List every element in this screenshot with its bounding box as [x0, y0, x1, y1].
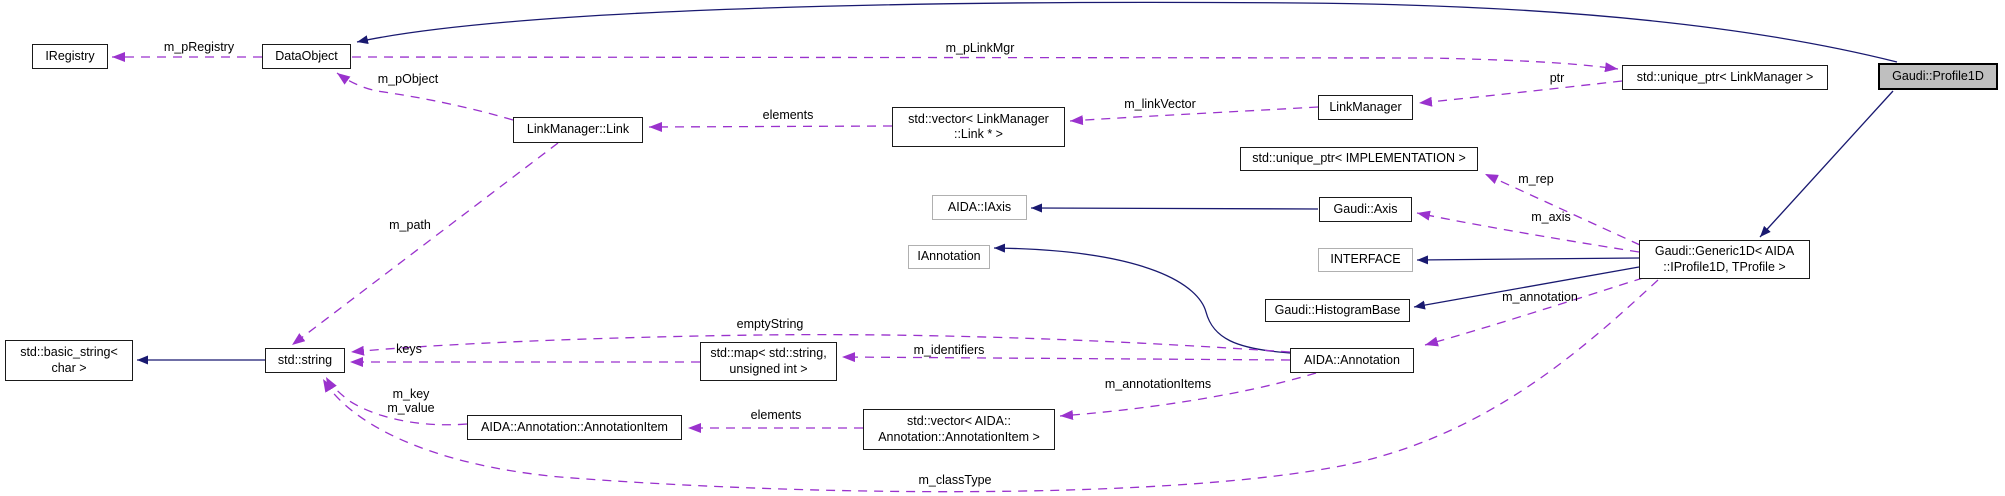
node-iannotation[interactable]: IAnnotation: [908, 245, 990, 269]
edge-label-m-rep: m_rep: [1518, 172, 1554, 186]
edge-usage-m-axis: [1416, 210, 1640, 253]
node-annotation-item[interactable]: AIDA::Annotation::AnnotationItem: [467, 415, 682, 440]
node-std-map[interactable]: std::map< std::string, unsigned int >: [700, 342, 837, 381]
edge-usage-ptr: [1418, 80, 1623, 107]
node-unique-ptr-linkmanager[interactable]: std::unique_ptr< LinkManager >: [1622, 65, 1828, 90]
edge-usage-m-plinkmgr: [351, 56, 1619, 73]
edge-label-emptystring: emptyString: [736, 317, 804, 331]
node-dataobject[interactable]: DataObject: [262, 44, 351, 69]
node-aida-annotation[interactable]: AIDA::Annotation: [1290, 348, 1414, 373]
edge-label-ptr: ptr: [1549, 71, 1565, 85]
edge-inherit-axis-iaxis: [1030, 203, 1319, 213]
edge-label-m-key-m-value: m_key m_value: [387, 387, 435, 416]
edge-label-elements-links: elements: [762, 108, 814, 122]
edge-label-m-annotationitems: m_annotationItems: [1104, 377, 1212, 391]
edge-label-keys: keys: [396, 342, 422, 356]
edge-label-m-path: m_path: [389, 218, 431, 232]
edge-label-m-identifiers: m_identifiers: [913, 343, 985, 357]
edge-label-elements-annotationitems: elements: [750, 408, 802, 422]
edge-label-m-classtype: m_classType: [918, 473, 992, 487]
edge-inherit-profile1d-dataobject: [356, 1, 1898, 63]
node-interface[interactable]: INTERFACE: [1318, 248, 1413, 272]
node-gaudi-profile1d[interactable]: Gaudi::Profile1D: [1878, 63, 1998, 90]
node-unique-ptr-implementation[interactable]: std::unique_ptr< IMPLEMENTATION >: [1240, 147, 1478, 171]
node-std-basic-string[interactable]: std::basic_string< char >: [5, 340, 133, 381]
edge-inherit-annotation-iannotation: [993, 243, 1291, 354]
edge-usage-elements-links: [648, 121, 893, 132]
edge-usage-m-linkvector: [1069, 106, 1319, 126]
edge-usage-m-rep: [1484, 173, 1641, 246]
node-vector-linkmanager-link[interactable]: std::vector< LinkManager ::Link * >: [892, 107, 1065, 147]
edge-label-m-annotation: m_annotation: [1502, 290, 1578, 304]
edge-inherit-profile1d-generic1d: [1759, 90, 1894, 238]
edge-usage-m-identifiers: [841, 352, 1291, 363]
node-linkmanager[interactable]: LinkManager: [1318, 95, 1413, 120]
edge-label-m-axis: m_axis: [1531, 210, 1571, 224]
node-gaudi-generic1d[interactable]: Gaudi::Generic1D< AIDA ::IProfile1D, TPr…: [1639, 240, 1810, 279]
edge-usage-m-pobject: [336, 72, 514, 121]
edge-inherit-generic1d-histogrambase: [1413, 266, 1640, 310]
node-gaudi-histogrambase[interactable]: Gaudi::HistogramBase: [1265, 299, 1410, 322]
node-gaudi-axis[interactable]: Gaudi::Axis: [1319, 197, 1412, 222]
edge-usage-m-annotationitems: [1059, 372, 1317, 421]
edge-inherit-generic1d-interface: [1416, 255, 1640, 265]
node-std-string[interactable]: std::string: [265, 348, 345, 373]
edge-usage-m-classtype: [322, 279, 1659, 493]
edge-label-m-pregistry: m_pRegistry: [163, 40, 235, 54]
node-vector-annotation-item[interactable]: std::vector< AIDA:: Annotation::Annotati…: [863, 409, 1055, 450]
node-aida-iaxis[interactable]: AIDA::IAxis: [932, 195, 1027, 220]
node-linkmanager-link[interactable]: LinkManager::Link: [513, 117, 643, 143]
edge-usage-m-key-m-value: [325, 376, 468, 426]
edge-label-m-plinkmgr: m_pLinkMgr: [945, 41, 1015, 55]
edge-label-m-pobject: m_pObject: [377, 72, 439, 86]
edge-usage-emptystring: [350, 333, 1291, 356]
edge-usage-m-path: [291, 142, 559, 346]
node-iregistry[interactable]: IRegistry: [32, 44, 108, 69]
edge-usage-m-annotation: [1424, 277, 1644, 347]
edge-label-m-linkvector: m_linkVector: [1124, 97, 1196, 111]
